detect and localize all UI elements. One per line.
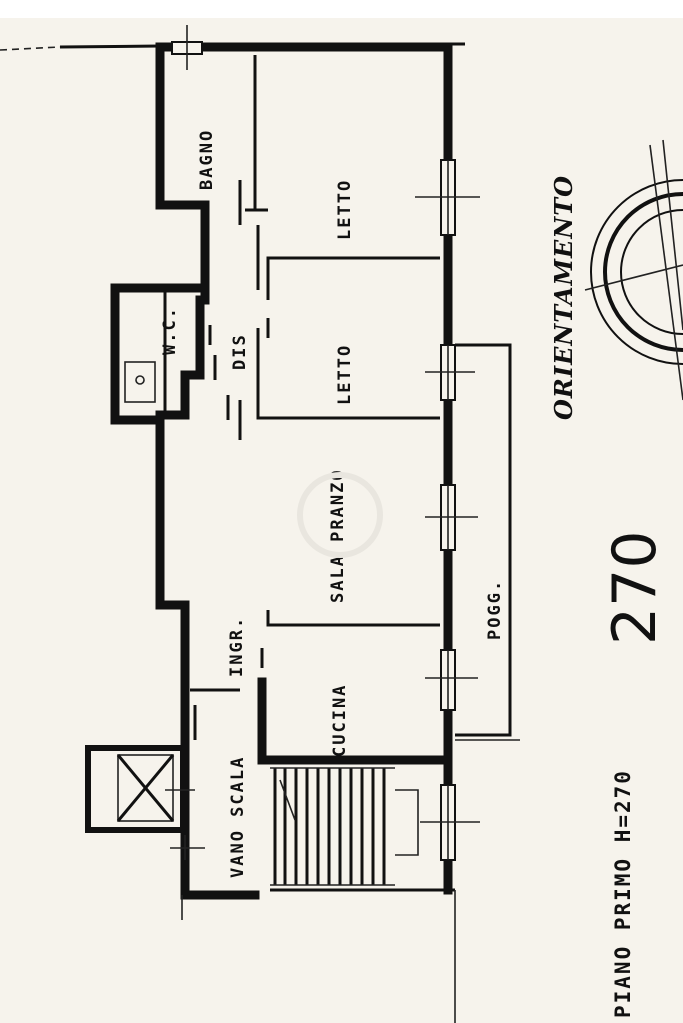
lift-shaft <box>85 745 186 833</box>
compass-rose-icon <box>584 139 683 401</box>
watermark-mark <box>297 472 383 558</box>
label-letto-lower: LETTO <box>335 344 355 405</box>
label-letto-upper: LETTO <box>335 179 355 240</box>
handwritten-number: 270 <box>600 530 670 645</box>
window-letto-lower <box>425 344 475 401</box>
wc-wall <box>110 283 205 425</box>
wc-fixture <box>124 361 156 403</box>
boundary-line <box>59 44 161 49</box>
label-bagno: BAGNO <box>197 129 217 190</box>
wc-fixture-circle <box>135 375 145 385</box>
label-cucina: CUCINA <box>330 684 350 757</box>
window-cucina <box>425 649 478 711</box>
label-wc: W.C. <box>160 306 180 355</box>
window-letto-upper <box>415 159 480 236</box>
label-dis: DIS <box>230 333 250 370</box>
balcony-outline <box>455 343 512 737</box>
plan-title: PIANO PRIMO H=270 <box>611 769 635 1018</box>
boundary-dashed-line <box>0 46 61 51</box>
window-sala <box>425 484 478 551</box>
cucina-partition <box>266 610 440 627</box>
label-ingr: INGR. <box>227 616 247 677</box>
cucina-wall <box>257 677 445 765</box>
letto-partition-upper <box>266 256 440 300</box>
top-margin <box>0 0 683 18</box>
exterior-wall-left <box>155 42 260 900</box>
window-bagno <box>171 25 203 70</box>
label-poggiolo: POGG. <box>485 579 505 640</box>
orientation-label: ORIENTAMENTO <box>549 175 578 420</box>
label-sala-pranzo: SALA PRANZO <box>328 468 348 603</box>
window-stairs <box>420 784 480 861</box>
letto-partition-lower <box>256 328 440 420</box>
label-vano-scala: VANO SCALA <box>228 756 248 878</box>
staircase <box>270 767 419 886</box>
